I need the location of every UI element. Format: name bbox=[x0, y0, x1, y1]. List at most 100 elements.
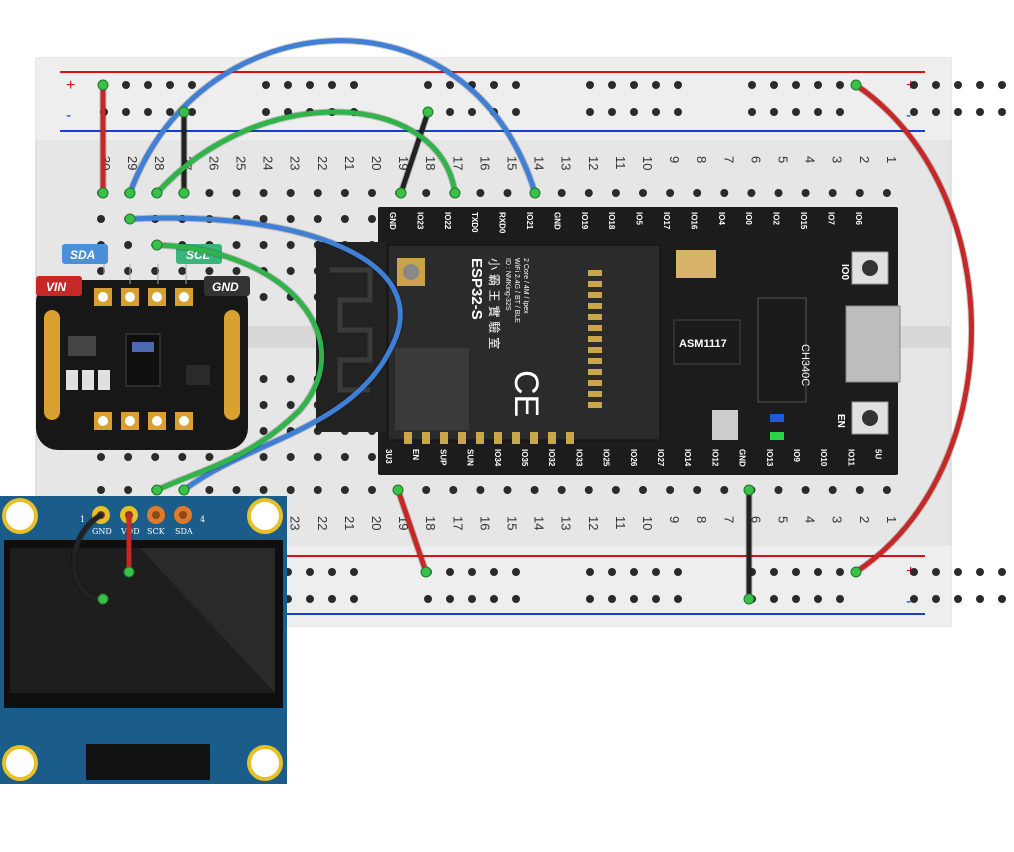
breadboard-hole bbox=[286, 486, 295, 494]
breadboard-hole bbox=[774, 486, 783, 494]
wire-endpoint bbox=[151, 187, 163, 199]
esp32-top-pin-label: GND bbox=[388, 212, 397, 230]
column-number: 3 bbox=[830, 156, 845, 163]
rail-hole bbox=[932, 568, 940, 576]
module-pad bbox=[422, 432, 430, 444]
wire-endpoint bbox=[178, 106, 190, 118]
resistor-1 bbox=[66, 370, 78, 390]
breadboard-hole bbox=[855, 486, 864, 494]
module-name: ESP32-S bbox=[468, 258, 485, 320]
sensor-pad-right bbox=[224, 310, 240, 420]
rail-hole bbox=[630, 108, 638, 116]
breadboard-hole bbox=[259, 486, 268, 494]
column-number: 28 bbox=[152, 156, 167, 170]
led-blue bbox=[770, 414, 784, 422]
io0-button-cap bbox=[862, 260, 878, 276]
wire-3v3-to-rail bbox=[395, 487, 429, 575]
rail-hole bbox=[998, 568, 1006, 576]
breadboard-hole bbox=[503, 486, 512, 494]
column-number: 9 bbox=[667, 516, 682, 523]
rail-hole bbox=[770, 595, 778, 603]
vin-label: VIN bbox=[46, 280, 66, 294]
breadboard-hole bbox=[313, 486, 322, 494]
esp32-bottom-pin-label: SUP bbox=[438, 449, 447, 466]
module-pad bbox=[588, 270, 602, 276]
column-number: 6 bbox=[748, 156, 763, 163]
column-number: 24 bbox=[261, 156, 276, 170]
esp32-top-pin-label: IO5 bbox=[635, 212, 644, 225]
module-pad bbox=[588, 369, 602, 375]
breadboard-hole bbox=[747, 189, 756, 197]
breadboard-hole bbox=[584, 486, 593, 494]
esp32-bottom-pin-label: IO25 bbox=[602, 449, 611, 467]
module-pad bbox=[440, 432, 448, 444]
esp32-top-pin-label: IO7 bbox=[826, 212, 835, 225]
rail-hole bbox=[792, 81, 800, 89]
column-number: 7 bbox=[721, 156, 736, 163]
column-number: 10 bbox=[640, 516, 655, 530]
wire-esp-gnd-to-rail bbox=[398, 109, 431, 196]
esp32-bottom-pin-label: IO11 bbox=[846, 449, 855, 466]
module-pad bbox=[588, 303, 602, 309]
wire-scl-top bbox=[154, 109, 458, 196]
antenna-trace bbox=[330, 267, 373, 393]
wire-5v-rail-jumper bbox=[853, 82, 974, 575]
breadboard-hole bbox=[259, 375, 268, 383]
rail-hole bbox=[770, 108, 778, 116]
module-pad bbox=[588, 281, 602, 287]
wire-endpoint bbox=[151, 484, 163, 496]
column-number: 17 bbox=[450, 156, 465, 170]
rail-hole bbox=[608, 568, 616, 576]
column-number: 17 bbox=[450, 516, 465, 530]
breadboard-hole bbox=[639, 486, 647, 494]
rail-hole bbox=[262, 81, 270, 89]
breadboard-hole bbox=[530, 486, 539, 494]
ipex-socket bbox=[403, 264, 419, 280]
breadboard-hole bbox=[666, 486, 675, 494]
breadboard-hole bbox=[693, 189, 702, 197]
wire-endpoint bbox=[529, 187, 541, 199]
esp32-bottom-pin-label: IO26 bbox=[629, 449, 638, 467]
oled-pin-number-4: 4 bbox=[200, 515, 205, 524]
module-pad bbox=[588, 402, 602, 408]
oled-mount-hole-bl bbox=[2, 745, 38, 781]
column-number: 29 bbox=[125, 156, 140, 170]
rail-hole bbox=[630, 595, 638, 603]
rail-hole bbox=[976, 595, 984, 603]
module-pad bbox=[588, 391, 602, 397]
rail-hole bbox=[976, 108, 984, 116]
breadboard-hole bbox=[340, 486, 349, 494]
breadboard-hole bbox=[286, 375, 295, 383]
module-shield-logo bbox=[395, 348, 469, 430]
rail-hole bbox=[630, 568, 638, 576]
rail-hole bbox=[836, 81, 844, 89]
esp32-bottom-pin-label: EN bbox=[411, 449, 420, 460]
breadboard-hole bbox=[97, 267, 105, 275]
column-number: 14 bbox=[532, 516, 547, 530]
io0-button-label: IO0 bbox=[839, 264, 850, 281]
column-number: 23 bbox=[288, 156, 303, 170]
esp32-top-pin-label: IO15 bbox=[799, 212, 808, 230]
oled-flex bbox=[86, 744, 210, 780]
wire-endpoint bbox=[178, 484, 190, 496]
rail-minus-label-top-left: - bbox=[66, 107, 71, 124]
breadboard-hole bbox=[476, 486, 485, 494]
esp32-bottom-pin-label: IO9 bbox=[792, 449, 801, 462]
oled-header-hole bbox=[152, 511, 160, 519]
esp32-top-pin-label: IO2 bbox=[772, 212, 781, 225]
wire-endpoint bbox=[420, 566, 432, 578]
rail-hole bbox=[166, 81, 174, 89]
rail-hole bbox=[608, 108, 616, 116]
vin-tag bbox=[36, 276, 82, 296]
module-pad bbox=[476, 432, 484, 444]
esp32-board: ESP32-S 小 霸 王 實 驗 室 ID : NMKing-32S WiFi… bbox=[316, 207, 901, 475]
module-pad bbox=[588, 358, 602, 364]
column-number: 21 bbox=[342, 516, 357, 530]
breadboard-hole bbox=[286, 267, 295, 275]
breadboard-hole bbox=[801, 486, 810, 494]
rail-minus-label-top-right: - bbox=[906, 107, 911, 124]
sensor-header-pins bbox=[94, 288, 193, 430]
column-number: 13 bbox=[559, 516, 574, 530]
rail-hole bbox=[792, 568, 800, 576]
